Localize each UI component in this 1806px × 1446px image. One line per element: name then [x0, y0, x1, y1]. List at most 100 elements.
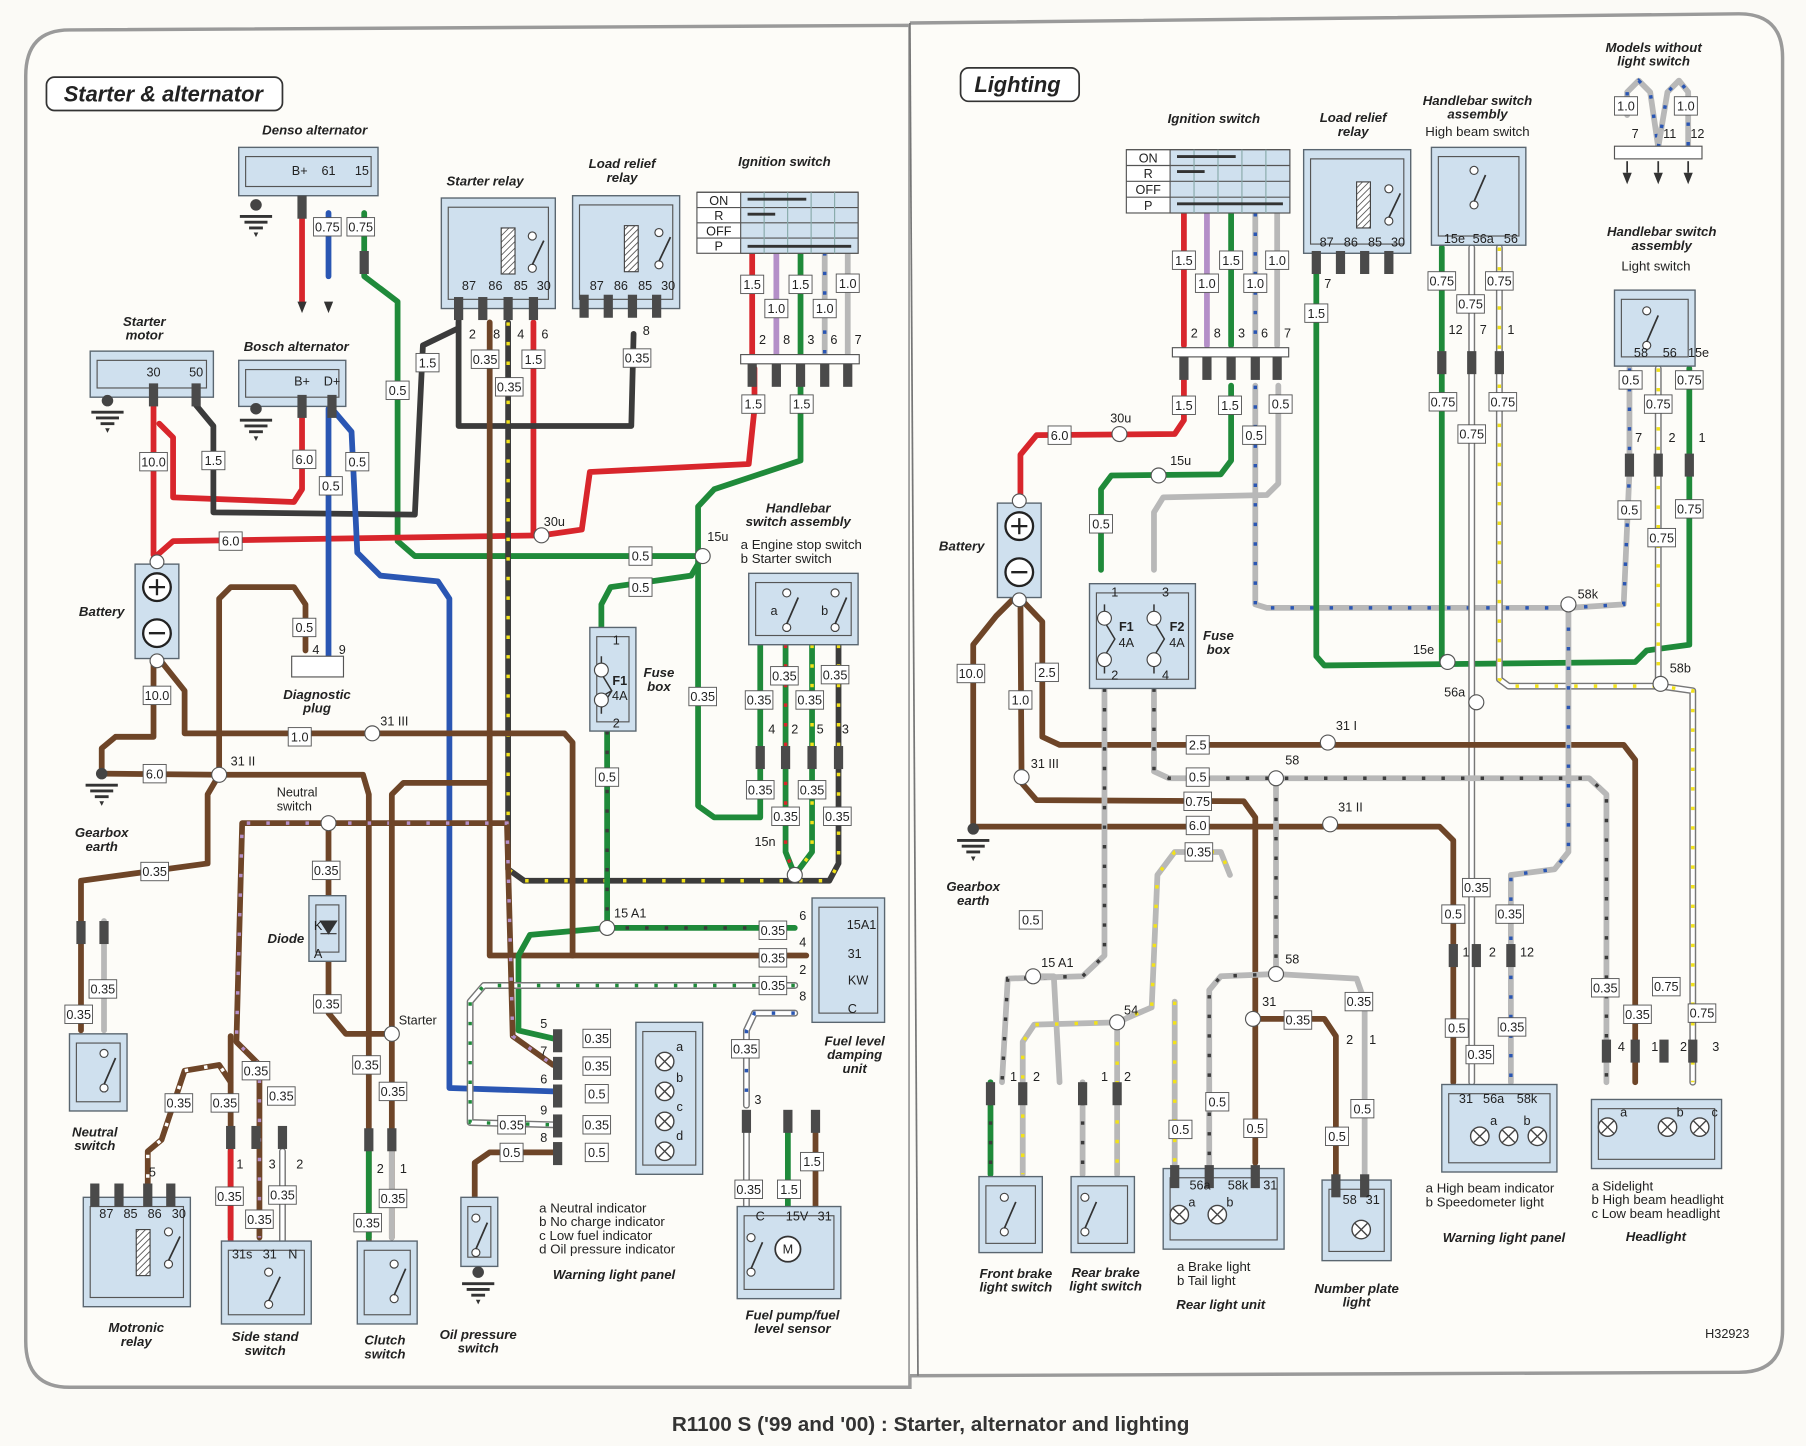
- gauge-value: 1.5: [780, 1183, 798, 1197]
- gauge-box: [1089, 514, 1113, 534]
- gauge-value: 0.5: [1022, 913, 1040, 927]
- connector-pin: [143, 1183, 153, 1207]
- gauge-box: [789, 394, 814, 414]
- lamp-icon: [1498, 1126, 1519, 1147]
- wire-gauge: 0.35: [1495, 904, 1524, 924]
- gauge-box: [164, 1093, 194, 1113]
- pin-label: b: [1523, 1114, 1530, 1128]
- sidestand-title: switch: [245, 1343, 286, 1358]
- junction-circle: [1267, 965, 1285, 983]
- pin-label: 61: [321, 164, 335, 178]
- gauge-value: 0.35: [761, 951, 786, 965]
- gauge-box: [1219, 250, 1244, 270]
- wire-gauge: 0.75: [1647, 527, 1676, 548]
- wire: [791, 641, 815, 878]
- contact: [999, 1227, 1009, 1237]
- junction-circle: [320, 815, 337, 832]
- connector-pin: [1624, 453, 1635, 477]
- load_relay_r-internal-circuit: [1309, 158, 1405, 245]
- wire-gauge: 0.35: [1344, 991, 1374, 1012]
- wire: [1206, 971, 1279, 1172]
- wire-number: 4: [799, 935, 806, 949]
- lamp-icon: [654, 1141, 675, 1162]
- wire: [216, 584, 309, 778]
- gauge-box: [1614, 96, 1638, 116]
- connector-pin: [1659, 1039, 1669, 1063]
- pin-label: 30: [172, 1207, 186, 1221]
- junction-circle: [1439, 653, 1456, 671]
- gearbox_r-title: earth: [957, 893, 989, 908]
- wire-number: 8: [799, 989, 806, 1003]
- wire-core: [1114, 849, 1233, 1026]
- wire: [1495, 244, 1697, 1086]
- gauge-box: [1185, 767, 1210, 787]
- numberplate-title: Number plate: [1314, 1281, 1398, 1296]
- component-battery-r: Battery: [939, 493, 1042, 608]
- junction-label: 58: [1285, 753, 1299, 767]
- connector-pin: [1018, 1082, 1028, 1106]
- ignition-position-p: P: [1144, 199, 1152, 213]
- gauge-box: [88, 979, 118, 999]
- connector-plug: [1613, 145, 1703, 160]
- pin-label: 56: [1663, 346, 1677, 360]
- motronic-title: Motronic: [108, 1320, 164, 1335]
- wire-gauge: 1.5: [789, 394, 814, 414]
- gauge-box: [758, 948, 788, 968]
- frontbrake-title: light switch: [979, 1280, 1052, 1295]
- nolightswitch-title: Models without: [1606, 40, 1703, 55]
- junction: 31 I: [1319, 719, 1357, 751]
- wire-gauge: 1.5: [777, 1179, 801, 1199]
- contact: [1642, 306, 1652, 316]
- wire-gauge: 1.0: [764, 298, 789, 319]
- terminal: [1011, 493, 1027, 509]
- junction: Starter: [383, 1014, 437, 1042]
- gauge-value: 1.0: [839, 277, 857, 291]
- gauge-box: [142, 763, 167, 784]
- headlight-title: Headlight: [1626, 1229, 1687, 1244]
- wire-gauge: 0.35: [758, 920, 788, 940]
- load_relay_l-title: relay: [607, 170, 639, 185]
- gauge-box: [688, 686, 717, 707]
- gauge-value: 0.35: [381, 1085, 406, 1099]
- gauge-value: 0.35: [761, 924, 786, 938]
- connector-pin: [1494, 351, 1504, 375]
- gauge-value: 0.5: [348, 455, 366, 469]
- gauge-value: 0.75: [1654, 980, 1679, 994]
- gauge-value: 0.75: [1431, 395, 1456, 409]
- wire-core: [216, 584, 309, 778]
- component-battery-l: Battery: [79, 554, 180, 669]
- junction-circle: [1025, 968, 1042, 985]
- pin-label: 56a: [1473, 232, 1495, 246]
- wire-number: 2: [469, 327, 476, 341]
- wire-gauge: 1.5: [1217, 395, 1242, 415]
- gauge-value: 0.35: [355, 1216, 380, 1230]
- gauge-box: [1018, 910, 1043, 930]
- gauge-box: [1008, 690, 1033, 710]
- neutral-title: switch: [74, 1138, 115, 1153]
- neutral-title: Neutral: [72, 1124, 118, 1139]
- connector-pin: [1112, 1082, 1122, 1106]
- junction-label: 54: [1124, 1003, 1138, 1017]
- pin-label: b: [1226, 1196, 1233, 1210]
- relay-coil-icon: [1356, 181, 1371, 229]
- connector-pin: [1437, 351, 1447, 375]
- gauge-value: 0.35: [748, 783, 773, 797]
- gauge-box: [1485, 271, 1514, 291]
- gauge-value: 0.5: [1448, 1022, 1466, 1036]
- oilpressure-box: [460, 1196, 499, 1268]
- gauge-box: [740, 274, 765, 295]
- wire-number: 2: [1680, 1040, 1687, 1054]
- gauge-box: [241, 1061, 271, 1081]
- wire-core: [1151, 685, 1610, 1086]
- oilpressure-title: switch: [458, 1341, 499, 1356]
- junction: 15n: [754, 835, 803, 884]
- wire-gauge: 0.35: [758, 948, 788, 968]
- wire-tracer: [1021, 1020, 1118, 1175]
- pin-label: 30: [537, 279, 551, 293]
- switch-contact-icon: [999, 1192, 1017, 1237]
- wire-gauge: 1.5: [741, 394, 766, 414]
